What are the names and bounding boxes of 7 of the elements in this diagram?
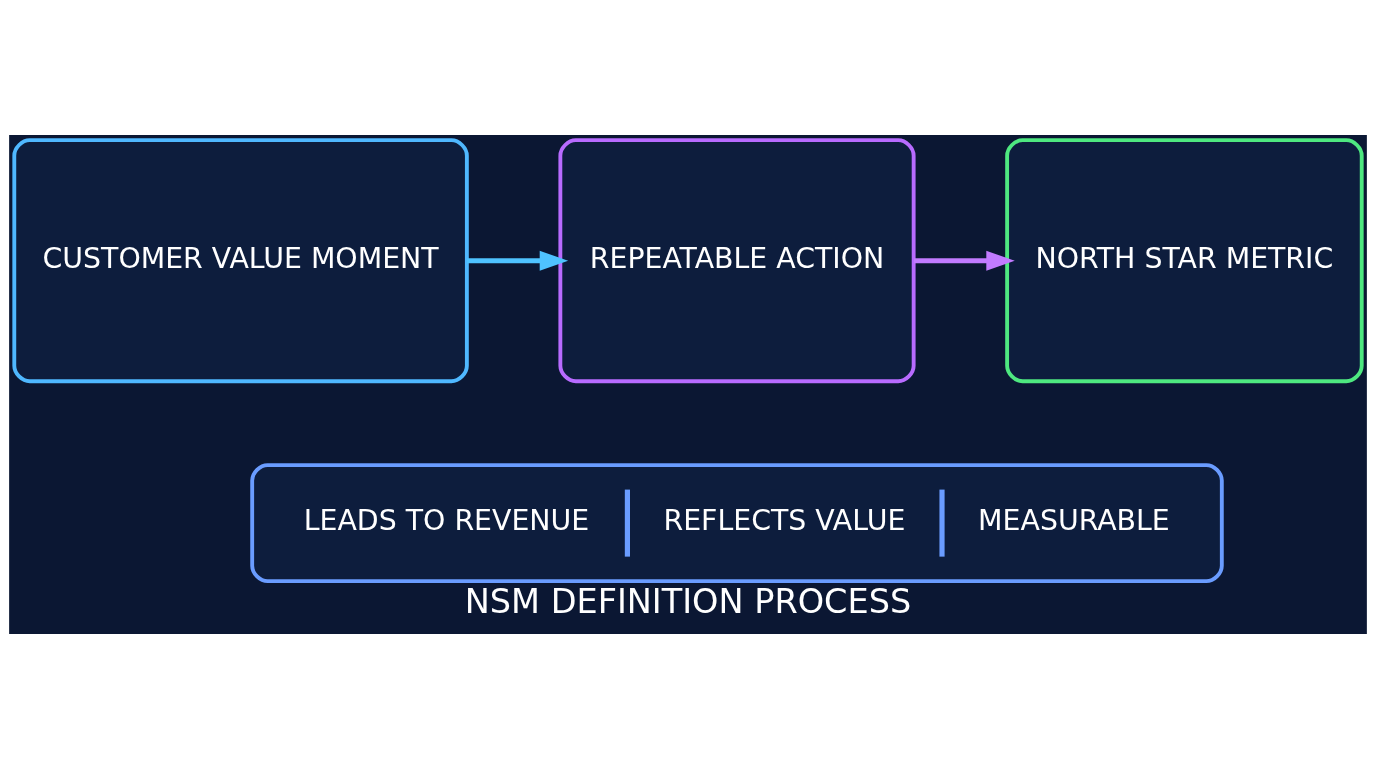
arrow	[466, 250, 569, 271]
node-box: LEADS TO REVENUE REFLECTS VALUE MEASURABLE	[250, 462, 1224, 583]
node-box: NORTH STAR METRIC	[1005, 137, 1364, 383]
node-box: CUSTOMER VALUE MOMENT	[12, 137, 469, 383]
arrow	[913, 250, 1015, 271]
node-box: REPEATABLE ACTION	[558, 137, 916, 383]
diagram-title: NSM DEFINITION PROCESS	[464, 581, 912, 621]
